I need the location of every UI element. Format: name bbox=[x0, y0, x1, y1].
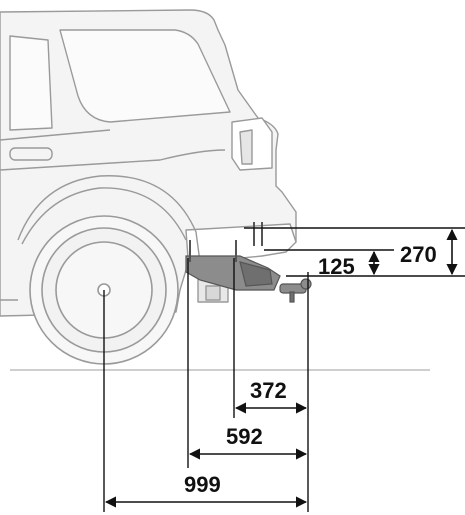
dimension-372: 372 bbox=[234, 378, 308, 414]
dimension-label-125: 125 bbox=[318, 254, 355, 279]
horizontal-reference-lines bbox=[244, 227, 465, 277]
dimension-label-270: 270 bbox=[400, 242, 437, 267]
dimension-999: 999 bbox=[104, 472, 308, 508]
dimension-label-372: 372 bbox=[250, 378, 287, 403]
dimension-125: 125 bbox=[318, 250, 380, 279]
dimension-label-999: 999 bbox=[184, 472, 221, 497]
dimension-592: 592 bbox=[188, 424, 308, 460]
tow-bar-assembly bbox=[185, 222, 312, 303]
vertical-reference-lines bbox=[103, 258, 309, 512]
dimension-270: 270 bbox=[400, 228, 458, 276]
dimension-label-592: 592 bbox=[226, 424, 263, 449]
